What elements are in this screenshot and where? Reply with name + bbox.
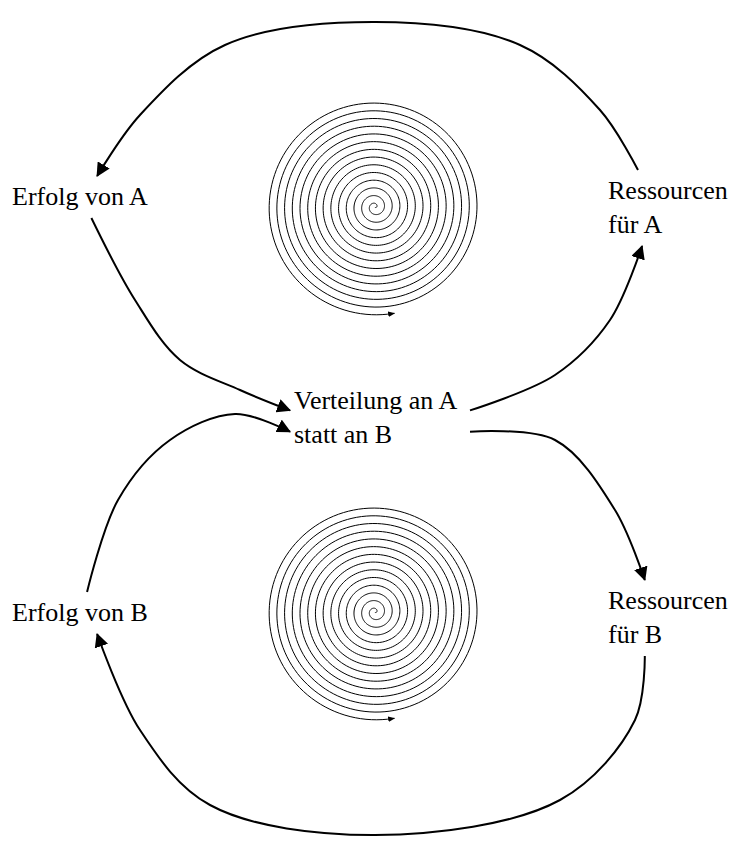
- feedback-arrow: [470, 246, 642, 410]
- node-label: Verteilung an A statt an B: [294, 384, 466, 452]
- spiral: [269, 508, 477, 720]
- feedback-arrow: [87, 414, 290, 592]
- node-label: Ressourcen für B: [608, 584, 736, 652]
- feedback-arrow: [97, 634, 645, 835]
- spiral: [269, 103, 477, 315]
- feedback-arrow: [97, 22, 638, 176]
- text-node: Erfolg von B: [8, 592, 152, 634]
- text-node: Ressourcen für B: [604, 580, 740, 656]
- text-node: Verteilung an A statt an B: [290, 380, 470, 456]
- node-label: Erfolg von A: [12, 180, 148, 214]
- text-node: Ressourcen für A: [604, 170, 740, 246]
- node-label: Erfolg von B: [12, 596, 148, 630]
- node-label: Ressourcen für A: [608, 174, 736, 242]
- feedback-arrow: [470, 431, 645, 580]
- feedback-arrow: [91, 218, 290, 410]
- text-node: Erfolg von A: [8, 176, 152, 218]
